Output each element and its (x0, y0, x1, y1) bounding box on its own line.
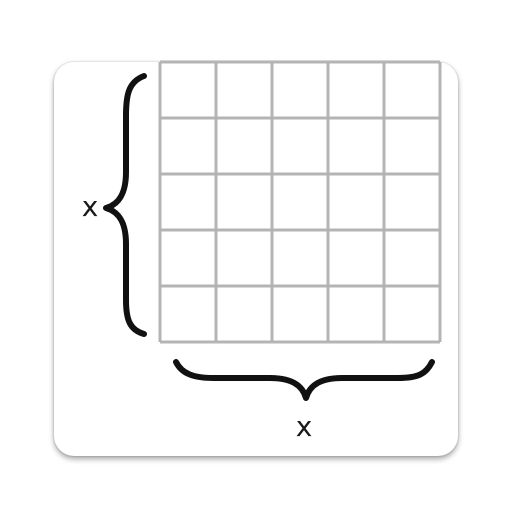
horizontal-side-label: x (296, 410, 313, 443)
grid-lines (158, 60, 442, 344)
grid (158, 60, 442, 344)
bottom-brace (173, 359, 435, 401)
vertical-side-label: x (82, 190, 99, 223)
grid-background (160, 62, 440, 342)
left-brace (103, 73, 147, 337)
